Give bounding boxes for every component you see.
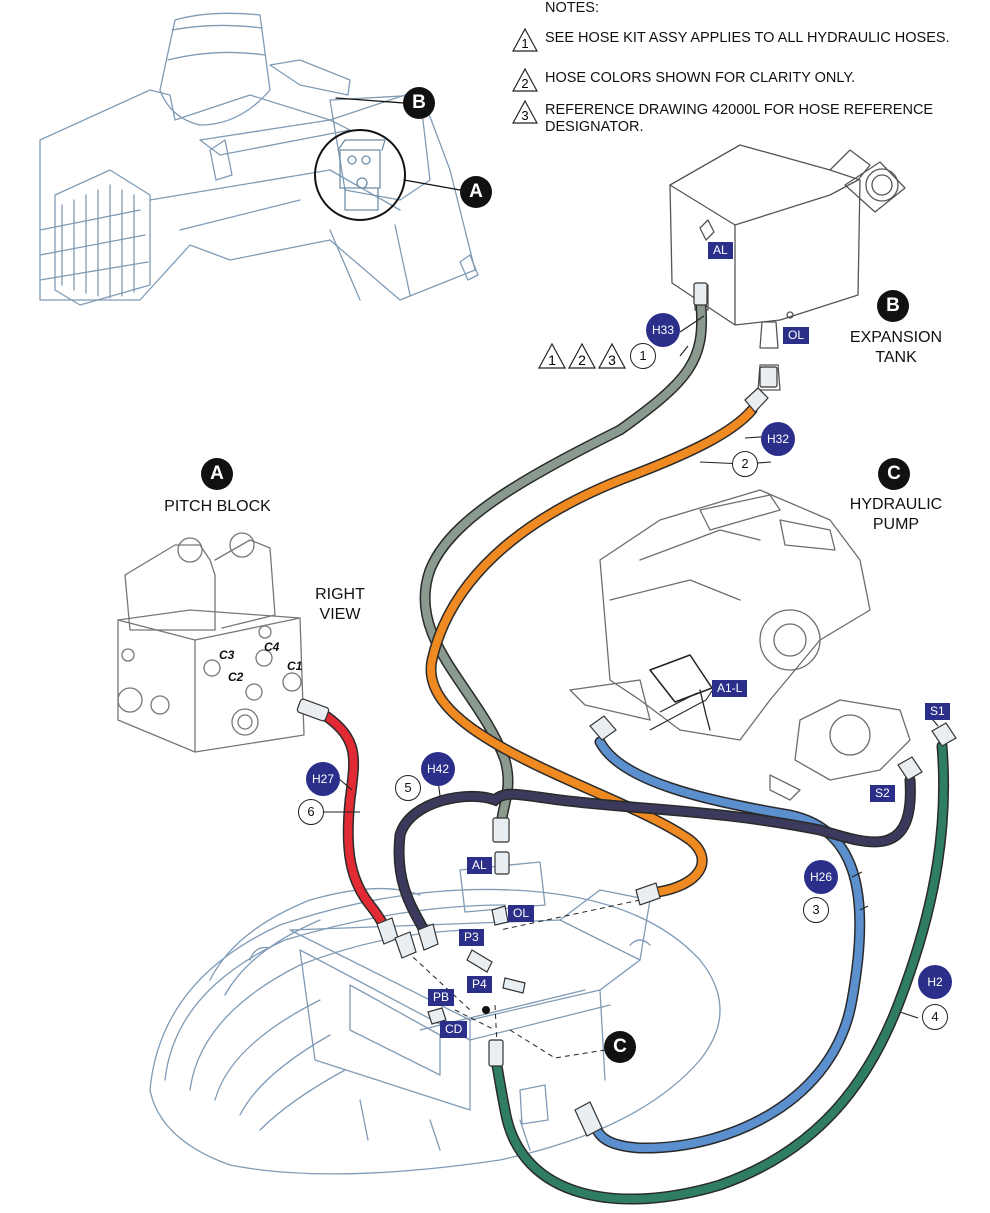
block-port-c3: C3 <box>219 648 235 662</box>
expansion-tank-art <box>669 144 906 391</box>
item-number-3: 3 <box>803 897 829 923</box>
hose-id-h42: H42 <box>421 752 455 786</box>
block-port-c2: C2 <box>228 670 244 684</box>
callout-b-tank: B <box>877 290 909 322</box>
hose-id-h32: H32 <box>761 422 795 456</box>
port-pump-s2: S2 <box>870 785 895 802</box>
svg-text:3: 3 <box>608 352 616 368</box>
hose-h2 <box>493 742 948 1203</box>
hose-h33 <box>421 302 706 822</box>
port-manifold-ol: OL <box>508 905 535 922</box>
note-2-text: HOSE COLORS SHOWN FOR CLARITY ONLY. <box>545 70 856 86</box>
note-flag-icon: 1 <box>538 342 567 369</box>
block-port-c1: C1 <box>287 659 303 673</box>
note-flag-icon: 2 <box>512 68 538 92</box>
port-manifold-al: AL <box>467 857 492 874</box>
item-number-2: 2 <box>732 451 758 477</box>
hose-id-h2: H2 <box>918 965 952 999</box>
block-port-c4: C4 <box>264 640 280 654</box>
hydraulic-pump-label: HYDRAULIC PUMP <box>849 496 943 533</box>
port-manifold-cd: CD <box>440 1021 468 1038</box>
svg-text:2: 2 <box>521 76 528 91</box>
note-flag-icon: 2 <box>568 342 597 369</box>
notes-heading: NOTES: <box>545 0 599 16</box>
item-number-4: 4 <box>922 1004 948 1030</box>
hose-h27 <box>322 712 389 932</box>
item-number-1: 1 <box>630 343 656 369</box>
hose-h32 <box>427 406 756 896</box>
hose-h42 <box>395 776 915 934</box>
hose-id-h27: H27 <box>306 762 340 796</box>
pitch-block-art <box>117 532 305 753</box>
note-3-text: REFERENCE DRAWING 42000L FOR HOSE REFERE… <box>545 102 934 135</box>
callout-b-overview: B <box>403 87 435 119</box>
note-flags: 1 2 3 <box>538 342 638 370</box>
port-manifold-pb: PB <box>428 989 455 1006</box>
port-manifold-p3: P3 <box>459 929 484 946</box>
callout-c-frame: C <box>604 1031 636 1063</box>
callout-a-overview: A <box>460 176 492 208</box>
callout-a-block: A <box>201 458 233 490</box>
hose-h26 <box>592 738 864 1153</box>
hose-outline-h33 <box>419 300 708 824</box>
item-number-6: 6 <box>298 799 324 825</box>
expansion-tank-label: EXPANSION TANK <box>849 329 943 366</box>
port-manifold-p4: P4 <box>467 976 492 993</box>
frame-assembly-art <box>149 861 721 1175</box>
svg-text:1: 1 <box>548 352 556 368</box>
hose-outline-h32 <box>425 404 758 898</box>
port-pump-s1: S1 <box>925 703 950 720</box>
hose-outline-h42 <box>393 774 916 936</box>
port-tank-al: AL <box>708 242 733 259</box>
callout-c-pump: C <box>878 458 910 490</box>
hose-id-h26: H26 <box>804 860 838 894</box>
hose-id-h33: H33 <box>646 313 680 347</box>
note-flag-icon: 3 <box>512 100 538 124</box>
note-flag-icon: 3 <box>598 342 627 369</box>
item-number-5: 5 <box>395 775 421 801</box>
svg-text:3: 3 <box>521 108 528 123</box>
note-1-text: SEE HOSE KIT ASSY APPLIES TO ALL HYDRAUL… <box>545 30 950 46</box>
pitch-block-label: PITCH BLOCK <box>164 498 271 515</box>
right-view-label: RIGHT VIEW <box>315 586 365 623</box>
port-tank-ol: OL <box>783 327 810 344</box>
note-flag-icon: 1 <box>512 28 538 52</box>
svg-text:1: 1 <box>521 36 528 51</box>
port-pump-a1l: A1-L <box>712 680 748 697</box>
svg-text:2: 2 <box>578 352 586 368</box>
machine-overview <box>39 12 479 306</box>
hydraulic-pump-art <box>569 489 911 801</box>
